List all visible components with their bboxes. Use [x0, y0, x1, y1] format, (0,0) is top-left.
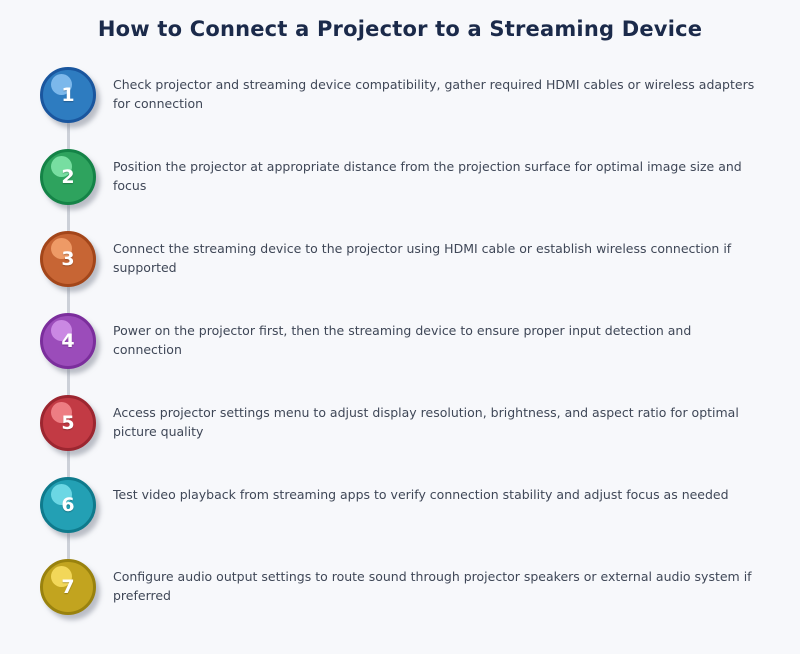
step-number: 3 — [61, 248, 75, 270]
step-description: Test video playback from streaming apps … — [113, 487, 729, 502]
step-number: 6 — [61, 494, 75, 516]
step-number: 2 — [61, 166, 75, 188]
step-row: 6 Test video playback from streaming app… — [0, 477, 800, 559]
step-row: 1 Check projector and streaming device c… — [0, 67, 800, 149]
step-number: 4 — [61, 330, 75, 352]
step-description: Access projector settings menu to adjust… — [113, 405, 739, 439]
circle-highlight — [51, 320, 72, 341]
step-row: 5 Access projector settings menu to adju… — [0, 395, 800, 477]
step-circle: 2 — [40, 149, 96, 205]
step-row: 4 Power on the projector first, then the… — [0, 313, 800, 395]
step-row: 7 Configure audio output settings to rou… — [0, 559, 800, 641]
step-description: Position the projector at appropriate di… — [113, 159, 742, 193]
circle-highlight — [51, 566, 72, 587]
step-description: Connect the streaming device to the proj… — [113, 241, 732, 275]
circle-highlight — [51, 484, 72, 505]
step-number: 7 — [61, 576, 75, 598]
circle-highlight — [51, 238, 72, 259]
steps-list: 1 Check projector and streaming device c… — [0, 67, 800, 641]
step-description: Configure audio output settings to route… — [113, 569, 752, 603]
step-description: Check projector and streaming device com… — [113, 77, 755, 111]
step-description: Power on the projector first, then the s… — [113, 323, 692, 357]
step-circle: 4 — [40, 313, 96, 369]
step-circle: 3 — [40, 231, 96, 287]
page-title: How to Connect a Projector to a Streamin… — [97, 17, 703, 41]
step-number: 5 — [61, 412, 75, 434]
circle-highlight — [51, 156, 72, 177]
step-row: 2 Position the projector at appropriate … — [0, 149, 800, 231]
circle-highlight — [51, 74, 72, 95]
step-number: 1 — [61, 84, 75, 106]
step-circle: 1 — [40, 67, 96, 123]
step-circle: 6 — [40, 477, 96, 533]
step-circle: 7 — [40, 559, 96, 615]
step-circle: 5 — [40, 395, 96, 451]
step-row: 3 Connect the streaming device to the pr… — [0, 231, 800, 313]
circle-highlight — [51, 402, 72, 423]
